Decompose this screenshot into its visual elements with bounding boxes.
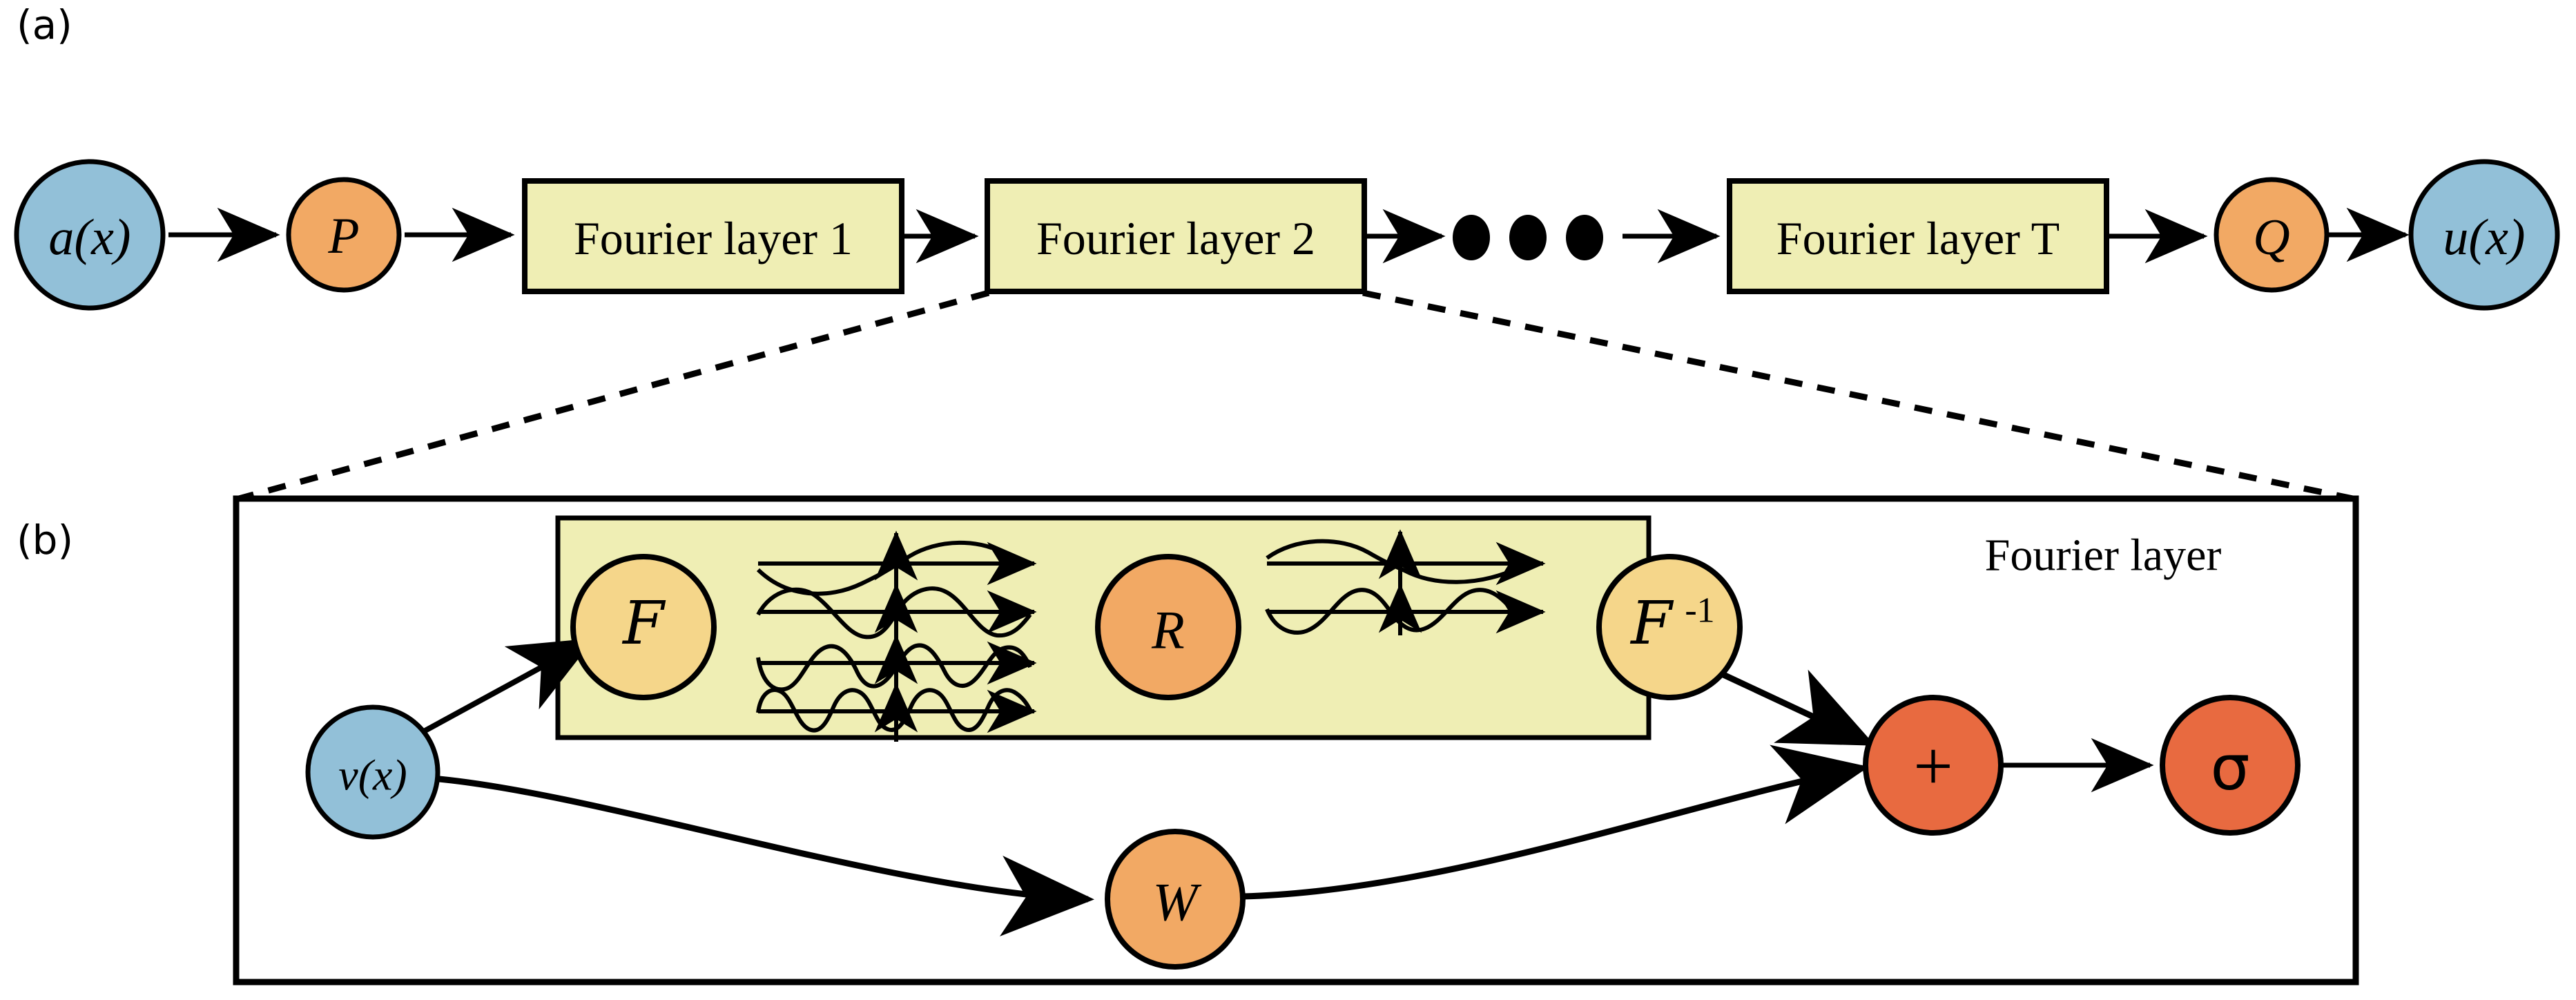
panel-b-tag: (b) (17, 517, 73, 564)
arrow-vx-to-fft (421, 638, 595, 735)
panel-b: (b) Fourier layer (17, 495, 2359, 985)
circle-shape (2408, 159, 2560, 311)
wave-curve (756, 643, 1032, 692)
box-fourier-layer-2-label: Fourier layer 2 (1036, 212, 1315, 265)
box-fourier-layer-t: Fourier layer T (1727, 178, 2109, 294)
wave-mode-4 (756, 682, 1037, 742)
callout-line-left (238, 289, 990, 502)
box-fourier-layer-t-label: Fourier layer T (1776, 212, 2060, 265)
node-lift-p-label: P (327, 208, 359, 265)
arrow-vx-to-w (438, 776, 1094, 936)
box-shape (522, 178, 904, 294)
wave-group-after-r (1265, 529, 1546, 635)
panel-a: (a) a(x) P Fourier layer 1 Fourier layer… (14, 1, 2560, 311)
node-project-q: Q (2214, 177, 2330, 293)
dot-2 (1509, 215, 1547, 260)
node-linear-weight-w: W (1105, 829, 1246, 970)
box-shape (985, 178, 1367, 294)
node-linear-transform-r: R (1095, 554, 1241, 700)
node-inverse-fourier-transform-label: F (1629, 589, 1674, 658)
arrow-ifft-to-plus (1721, 669, 1876, 747)
node-input-ax-label: a(x) (48, 209, 130, 266)
node-output-ux: u(x) (2408, 159, 2560, 311)
dot-1 (1453, 215, 1490, 260)
circle-shape (14, 159, 166, 311)
circle-shape (570, 554, 717, 700)
wave-curve (1265, 588, 1515, 635)
node-linear-transform-r-label: R (1151, 600, 1185, 660)
arrow-w-to-plus (1242, 744, 1869, 900)
dot-3 (1566, 215, 1603, 260)
node-vx: v(x) (305, 704, 440, 840)
circle-shape (286, 177, 402, 293)
node-output-ux-label: u(x) (2443, 209, 2525, 266)
node-inverse-fourier-transform: F -1 (1596, 554, 1743, 700)
box-fourier-layer-2: Fourier layer 2 (985, 178, 1367, 294)
callout-line-right (1362, 289, 2354, 502)
box-fourier-layer-1: Fourier layer 1 (522, 178, 904, 294)
wave-curve (756, 688, 1034, 733)
wave-group-before-r (756, 530, 1037, 742)
circle-shape (1863, 695, 2004, 836)
node-fourier-transform: F (570, 554, 717, 700)
dashed-callout-connector (238, 289, 2354, 502)
node-linear-weight-w-label: W (1153, 872, 1202, 932)
ellipsis-dots (1453, 215, 1603, 260)
node-input-ax: a(x) (14, 159, 166, 311)
wave-curve (1266, 539, 1520, 584)
node-vx-label: v(x) (338, 751, 407, 800)
circle-shape (305, 704, 440, 840)
node-sum-plus-label: + (1913, 728, 1953, 806)
circle-shape (1596, 554, 1743, 700)
node-activation-sigma: σ (2160, 695, 2301, 836)
node-sum-plus: + (1863, 695, 2004, 836)
circle-shape (1095, 554, 1241, 700)
fourier-layer-outer-box (233, 495, 2359, 985)
inverse-superscript: -1 (1685, 591, 1714, 631)
box-fourier-layer-1-label: Fourier layer 1 (574, 212, 853, 265)
circle-shape (2160, 695, 2301, 836)
panel-a-tag: (a) (17, 1, 72, 48)
circle-shape (2214, 177, 2330, 293)
node-project-q-label: Q (2253, 209, 2289, 266)
wave-curve (756, 586, 1032, 640)
wave-mode-2 (1265, 583, 1546, 635)
wave-curve (756, 540, 1014, 596)
node-activation-sigma-label: σ (2210, 732, 2249, 805)
circle-shape (1105, 829, 1246, 970)
node-lift-p: P (286, 177, 402, 293)
node-fourier-transform-label: F (621, 589, 666, 658)
fourier-layer-title: Fourier layer (1985, 530, 2222, 581)
